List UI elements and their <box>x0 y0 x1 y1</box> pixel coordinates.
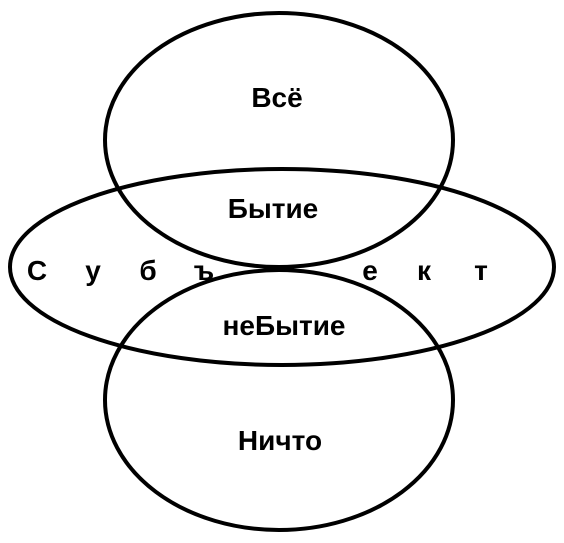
subject-letter-4: ъ <box>194 255 214 286</box>
nothing-label: Ничто <box>238 425 322 456</box>
subject-letters: С у б ъ е к т <box>27 255 488 286</box>
all-circle <box>103 11 455 269</box>
subject-letter-1: С <box>27 255 47 286</box>
subject-letter-7: т <box>474 255 488 286</box>
subject-ellipse <box>8 167 556 367</box>
being-label: Бытие <box>228 193 319 224</box>
subject-letter-3: б <box>139 255 156 286</box>
subject-letter-6: к <box>417 255 432 286</box>
subject-letter-5: е <box>362 255 378 286</box>
nothing-circle <box>103 268 455 532</box>
subject-letter-2: у <box>85 255 101 286</box>
all-label: Всё <box>251 82 302 113</box>
non-being-label: неБытие <box>222 310 345 341</box>
